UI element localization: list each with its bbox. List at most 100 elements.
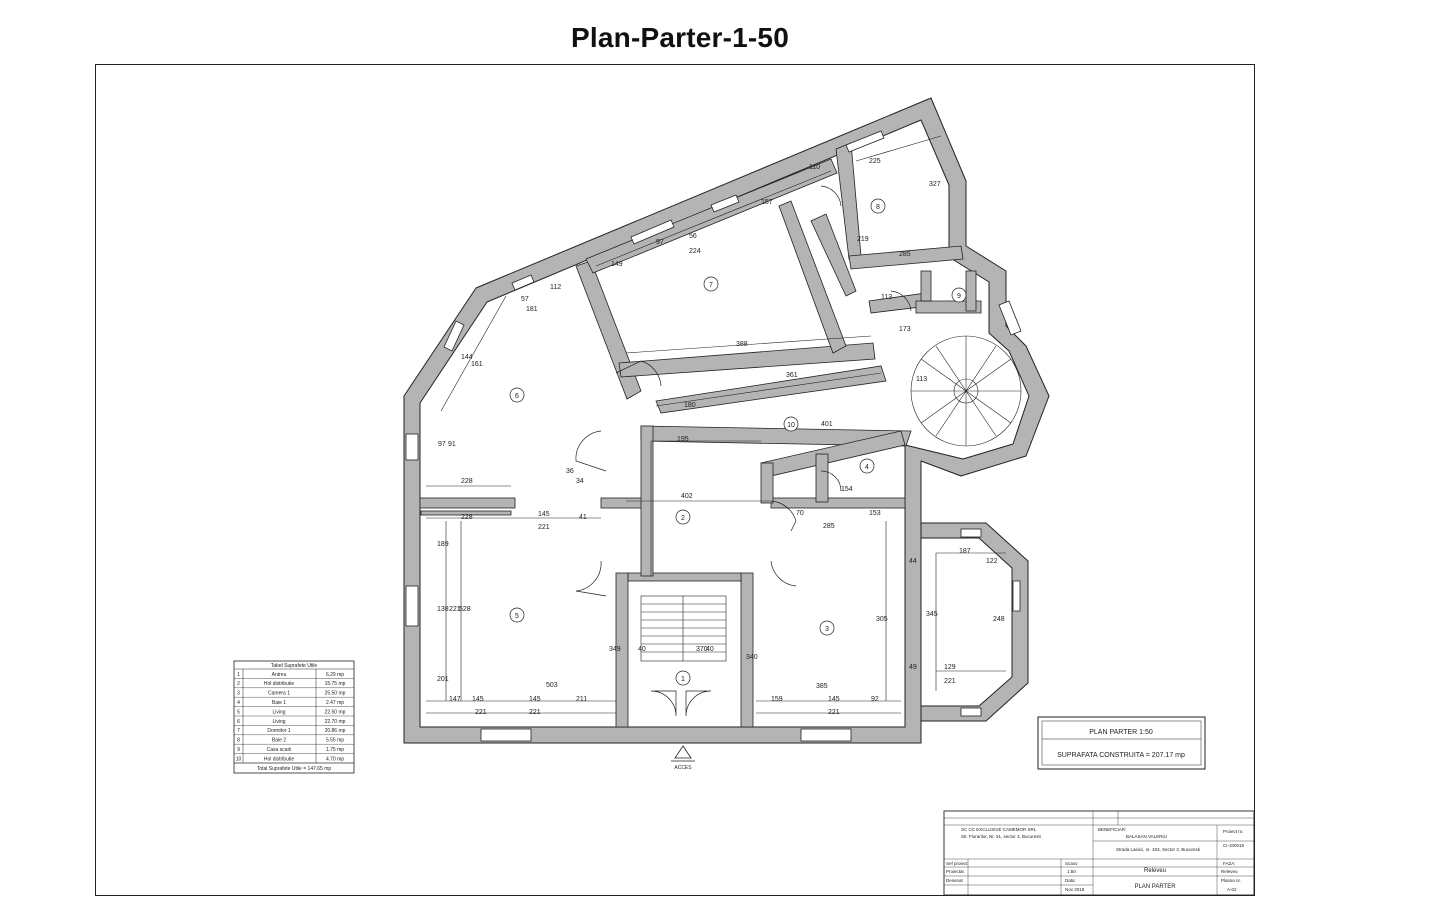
dimension-lines: [426, 135, 1006, 714]
dimension-label: 327: [929, 181, 941, 188]
table-cell-nr: 10: [236, 756, 242, 762]
room-marker-5: [509, 607, 525, 623]
dimension-label: 41: [579, 514, 587, 521]
table-cell-area: 22.70 mp: [325, 719, 346, 725]
company-name: SC CC EXCLUSIVE CAMEMOR SRL: [961, 827, 1037, 832]
dimension-label: 110: [809, 164, 820, 171]
dimension-label: 91: [448, 441, 456, 448]
dimension-label: 528: [459, 606, 471, 613]
room-marker-2: [675, 509, 691, 525]
dimension-label: 388: [736, 341, 748, 348]
dimension-label: 345: [926, 611, 938, 618]
dimension-label: 180: [684, 402, 696, 409]
title-block: SC CC EXCLUSIVE CAMEMOR SRL Str. Florari…: [943, 810, 1255, 896]
room-marker-3: [819, 620, 835, 636]
table-cell-nr: 5: [237, 709, 240, 715]
room-number-1: 1: [681, 676, 685, 683]
room-marker-6: [509, 387, 525, 403]
dimension-label: 49: [909, 664, 917, 671]
entrance-arrow: ACCES: [671, 745, 695, 771]
sheet-number: A-02: [1227, 887, 1237, 892]
dimension-label: 221: [529, 709, 541, 716]
dimension-label: 56: [689, 233, 697, 240]
dimension-label: 145: [529, 696, 541, 703]
dimension-label: 401: [821, 421, 833, 428]
table-cell-room: Hol distributie: [264, 756, 295, 762]
dimension-label: 70: [796, 510, 804, 517]
dimension-label: 161: [471, 361, 483, 368]
table-cell-nr: 6: [237, 719, 240, 725]
date-label: Data:: [1065, 878, 1076, 883]
dimension-label: 225: [869, 158, 881, 165]
plan-scale-heading: PLAN PARTER 1:50: [1089, 729, 1153, 736]
beneficiary-name: BALASAN VALERIU: [1126, 834, 1167, 839]
sheet-number-label: Plansa nr.: [1221, 878, 1241, 883]
table-cell-area: 20.86 mp: [325, 728, 346, 734]
dimension-label: 187: [959, 548, 971, 555]
table-cell-nr: 8: [237, 738, 240, 744]
project-address: Strada Lainici, nr. 153, Sector 3, Bucur…: [1116, 847, 1200, 852]
dimension-label: 44: [909, 558, 917, 565]
dimension-label: 154: [841, 486, 853, 493]
built-surface-label: SUPRAFATA CONSTRUITA = 207.17 mp: [1057, 752, 1185, 759]
windows: [405, 130, 1022, 742]
dimension-label: 36: [566, 468, 574, 475]
scale-value: 1:50: [1067, 869, 1076, 874]
dimension-label: 34: [576, 478, 584, 485]
floor-plan-drawing: 112 57 181 144 161 97 91 228 228 145 221…: [233, 97, 1255, 896]
table-cell-room: Living: [272, 719, 285, 725]
dimension-label: 219: [857, 236, 869, 243]
room-marker-8: [870, 198, 886, 214]
project-number: CI-100018: [1223, 843, 1245, 848]
dimension-label: 181: [526, 306, 538, 313]
room-marker-9: [951, 287, 967, 303]
dimension-label: 221: [538, 524, 550, 531]
table-cell-area: 4.70 mp: [326, 756, 344, 762]
dimension-label: 173: [899, 326, 911, 333]
room-marker-4: [859, 458, 875, 474]
table-cell-area: 6.29 mp: [326, 672, 344, 678]
dimension-label: 195: [677, 436, 689, 443]
role-proiectat: Proiectat: [946, 869, 965, 874]
dimension-label: 305: [876, 616, 888, 623]
room-marker-10: [783, 416, 799, 432]
table-cell-area: 15.75 mp: [325, 681, 346, 687]
drawing-sheet: 112 57 181 144 161 97 91 228 228 145 221…: [95, 64, 1255, 896]
dimension-label: 285: [899, 251, 911, 258]
entrance-label: ACCES: [674, 765, 692, 771]
room-number-2: 2: [681, 515, 685, 522]
date-value: Nov 2018: [1065, 887, 1085, 892]
table-cell-area: 1.75 mp: [326, 747, 344, 753]
room-number-7: 7: [709, 282, 713, 289]
table-cell-nr: 1: [237, 672, 240, 678]
phase-label: FAZA:: [1223, 861, 1236, 866]
dimension-label: 159: [771, 696, 783, 703]
table-cell-area: 22.50 mp: [325, 709, 346, 715]
exterior-walls: [403, 97, 1050, 744]
table-cell-area: 2.47 mp: [326, 700, 344, 706]
drawing-name: PLAN PARTER: [1134, 884, 1176, 890]
phase-value: Releveu: [1221, 869, 1238, 874]
dimension-label: 57: [521, 296, 529, 303]
dimension-label: 129: [944, 664, 956, 671]
dimension-label: 138: [437, 606, 449, 613]
dimension-label: 147: [449, 696, 461, 703]
dimension-label: 228: [461, 478, 473, 485]
dimension-label: 221: [449, 606, 461, 613]
room-markers: [509, 198, 967, 686]
room-number-9: 9: [957, 293, 961, 300]
room-number-4: 4: [865, 464, 869, 471]
dimension-label: 340: [746, 654, 758, 661]
dimension-label: 370: [696, 646, 708, 653]
table-cell-room: Casa scarii: [267, 747, 292, 753]
dimension-label: 361: [786, 372, 798, 379]
scale-label: Scara:: [1065, 861, 1078, 866]
stage-label: Releveu: [1144, 868, 1166, 874]
table-cell-nr: 3: [237, 691, 240, 697]
table-cell-room: Dormitor 1: [267, 728, 291, 734]
dimension-label: 97: [438, 441, 446, 448]
room-number-3: 3: [825, 626, 829, 633]
table-cell-room: Antreu: [272, 672, 287, 678]
dimension-label: 145: [538, 511, 550, 518]
dimension-label: 92: [871, 696, 879, 703]
